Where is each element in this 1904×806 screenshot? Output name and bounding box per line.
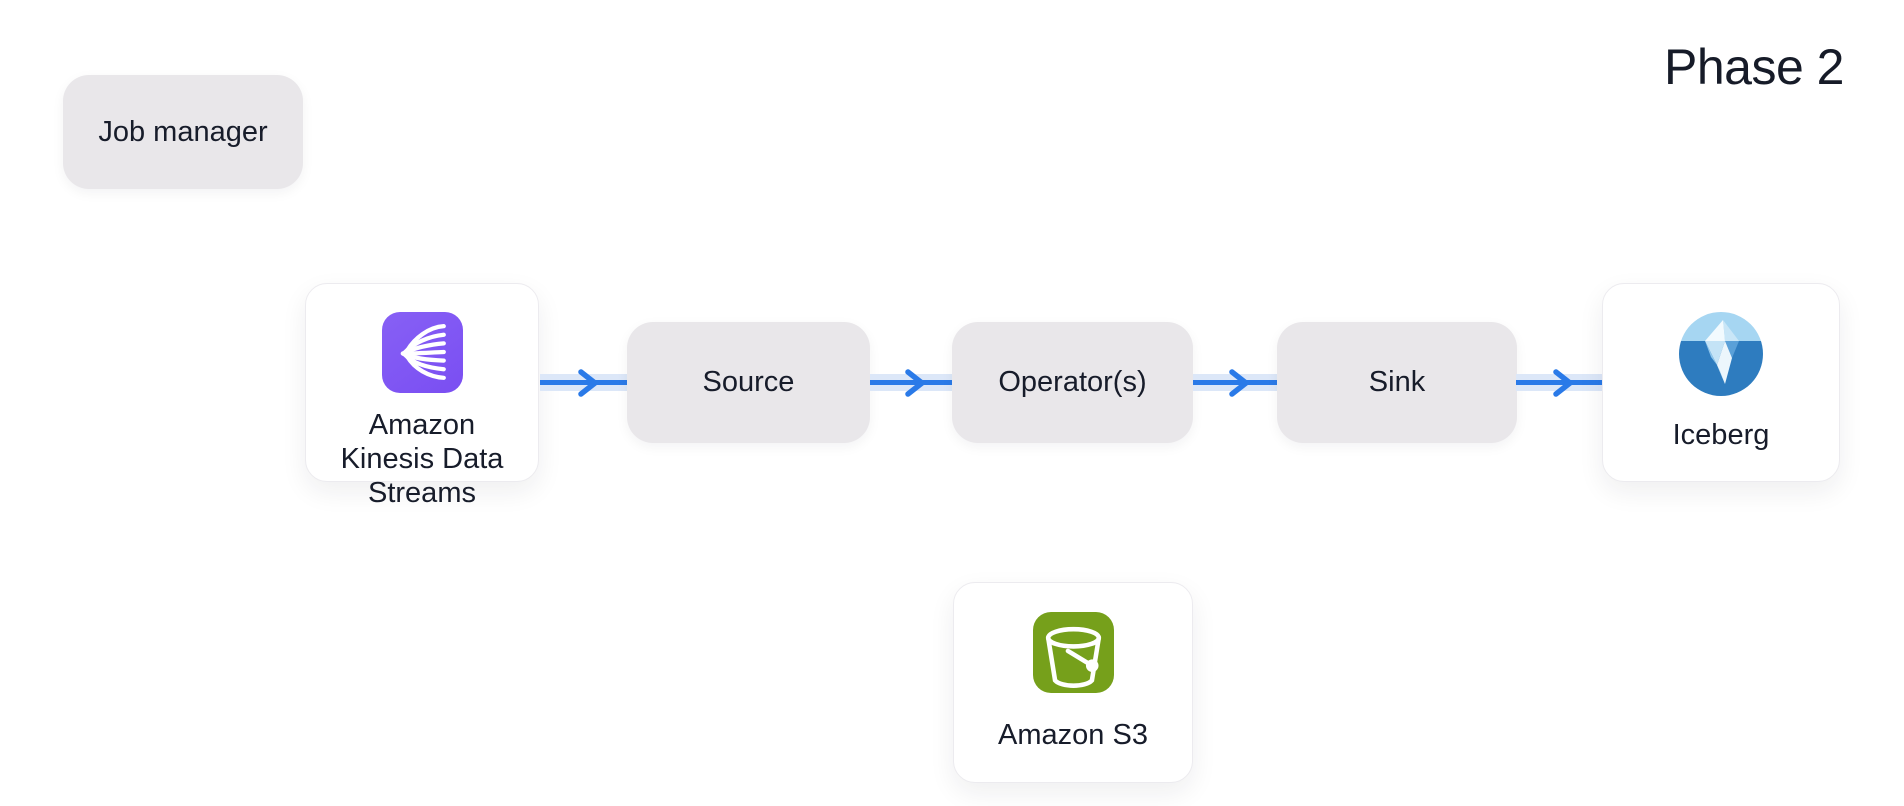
arrow-line (1516, 380, 1602, 385)
arrow-sink-to-iceberg (1516, 368, 1602, 397)
arrowhead-icon (1229, 368, 1249, 397)
kinesis-node: Amazon Kinesis Data Streams (305, 283, 539, 509)
arrow-source-to-operator (870, 368, 952, 397)
arrow-line (540, 380, 627, 385)
iceberg-label: Iceberg (1672, 419, 1770, 451)
source-label: Source (702, 366, 795, 398)
sink-label: Sink (1368, 366, 1426, 398)
arrow-line (1193, 380, 1277, 385)
s3-bucket-glyph (1045, 626, 1101, 688)
arrowhead-icon (1553, 368, 1573, 397)
job-manager-label: Job manager (98, 115, 268, 148)
s3-label: Amazon S3 (998, 719, 1148, 751)
kinesis-stream-glyph (400, 324, 446, 380)
arrow-operator-to-sink (1193, 368, 1277, 397)
kinesis-label: Amazon Kinesis Data Streams (340, 409, 504, 509)
operator-node: Operator(s) (952, 322, 1193, 443)
iceberg-icon (1679, 312, 1763, 396)
sink-node: Sink (1277, 322, 1517, 443)
page-title: Phase 2 (1664, 39, 1844, 95)
kinesis-icon (381, 312, 463, 393)
iceberg-node: Iceberg (1602, 283, 1840, 482)
job-manager-node: Job manager (63, 75, 303, 189)
arrow-line (870, 380, 952, 385)
arrowhead-icon (904, 368, 925, 397)
arrowhead-icon (578, 368, 598, 397)
operator-label: Operator(s) (998, 366, 1147, 398)
source-node: Source (627, 322, 870, 443)
s3-node: Amazon S3 (953, 582, 1193, 783)
arrow-kinesis-to-source (540, 368, 627, 397)
s3-icon (1032, 612, 1114, 693)
